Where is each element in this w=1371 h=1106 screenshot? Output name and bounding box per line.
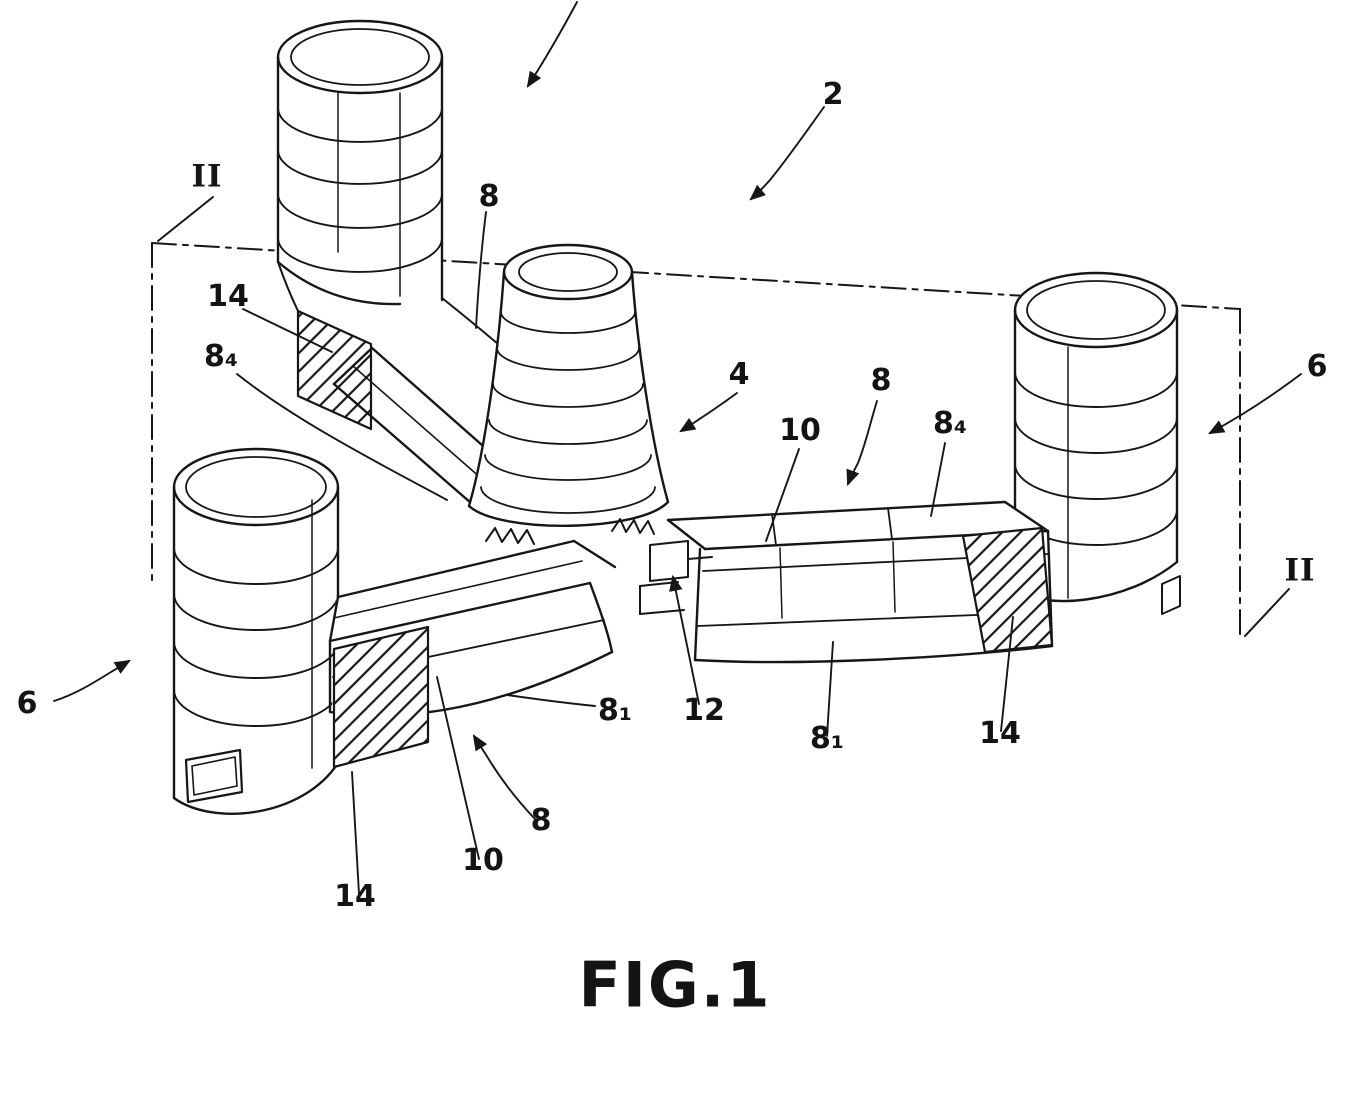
section-label-right: II [1284, 552, 1316, 589]
leader-lines [53, 1, 1302, 895]
leader-6-right [1208, 373, 1302, 435]
leader-10-bottom [436, 676, 480, 860]
junction-details [485, 518, 713, 615]
serration-left [485, 527, 535, 545]
ref-label-10-right: 10 [779, 413, 821, 448]
ref-label-8-top: 8 [478, 179, 500, 214]
serration-right [611, 518, 655, 535]
leader-14-right [1000, 616, 1014, 732]
hatch-right [961, 526, 1054, 654]
leader-4 [679, 392, 738, 433]
ref-label-2: 2 [822, 77, 844, 112]
ref-label-14-right: 14 [979, 716, 1021, 751]
leader-top-cropped [526, 1, 578, 88]
leader-8-1-right [826, 641, 834, 737]
leader-8-right [846, 400, 878, 487]
ref-label-6-left: 6 [16, 686, 38, 721]
ref-label-8-1-left: 8₁ [597, 693, 633, 728]
leader-8-top [475, 211, 487, 329]
ref-label-4: 4 [728, 357, 750, 392]
ref-label-8-right: 8 [870, 363, 892, 398]
leader-14-upper-left [242, 308, 333, 353]
central-column [467, 243, 670, 528]
leader-12 [669, 574, 700, 705]
ref-label-8-bottom: 8 [530, 803, 552, 838]
leader-8-bottom [472, 734, 536, 820]
ref-label-10-bottom: 10 [462, 843, 504, 878]
column-left-hatch-door [184, 748, 244, 804]
leader-8-4-left [236, 373, 448, 501]
leader-14-bottom [351, 771, 360, 895]
section-label-left: II [191, 158, 223, 195]
ref-label-6-right: 6 [1306, 349, 1328, 384]
pontoon-lower-left [328, 539, 622, 769]
hatch-lower-left [332, 625, 430, 769]
column-top-left [276, 19, 444, 311]
ref-label-12: 12 [683, 693, 725, 728]
leader-8-4-right [930, 442, 946, 517]
ref-label-14-bottom: 14 [334, 879, 376, 914]
leader-8-1-left [506, 694, 596, 707]
pontoon-right [660, 500, 1054, 664]
leader-10-right [765, 448, 800, 542]
hatch-upper-left [296, 309, 373, 431]
column-left [172, 447, 340, 816]
ref-label-8-1-right: 8₁ [809, 721, 845, 756]
leader-6-left [53, 659, 131, 702]
ref-label-8-4-left: 8₄ [203, 339, 239, 374]
ref-label-8-4-right: 8₄ [932, 406, 968, 441]
ref-label-14-upper-left: 14 [207, 279, 249, 314]
leader-2 [749, 106, 825, 201]
figure-caption: FIG.1 [578, 948, 772, 1022]
